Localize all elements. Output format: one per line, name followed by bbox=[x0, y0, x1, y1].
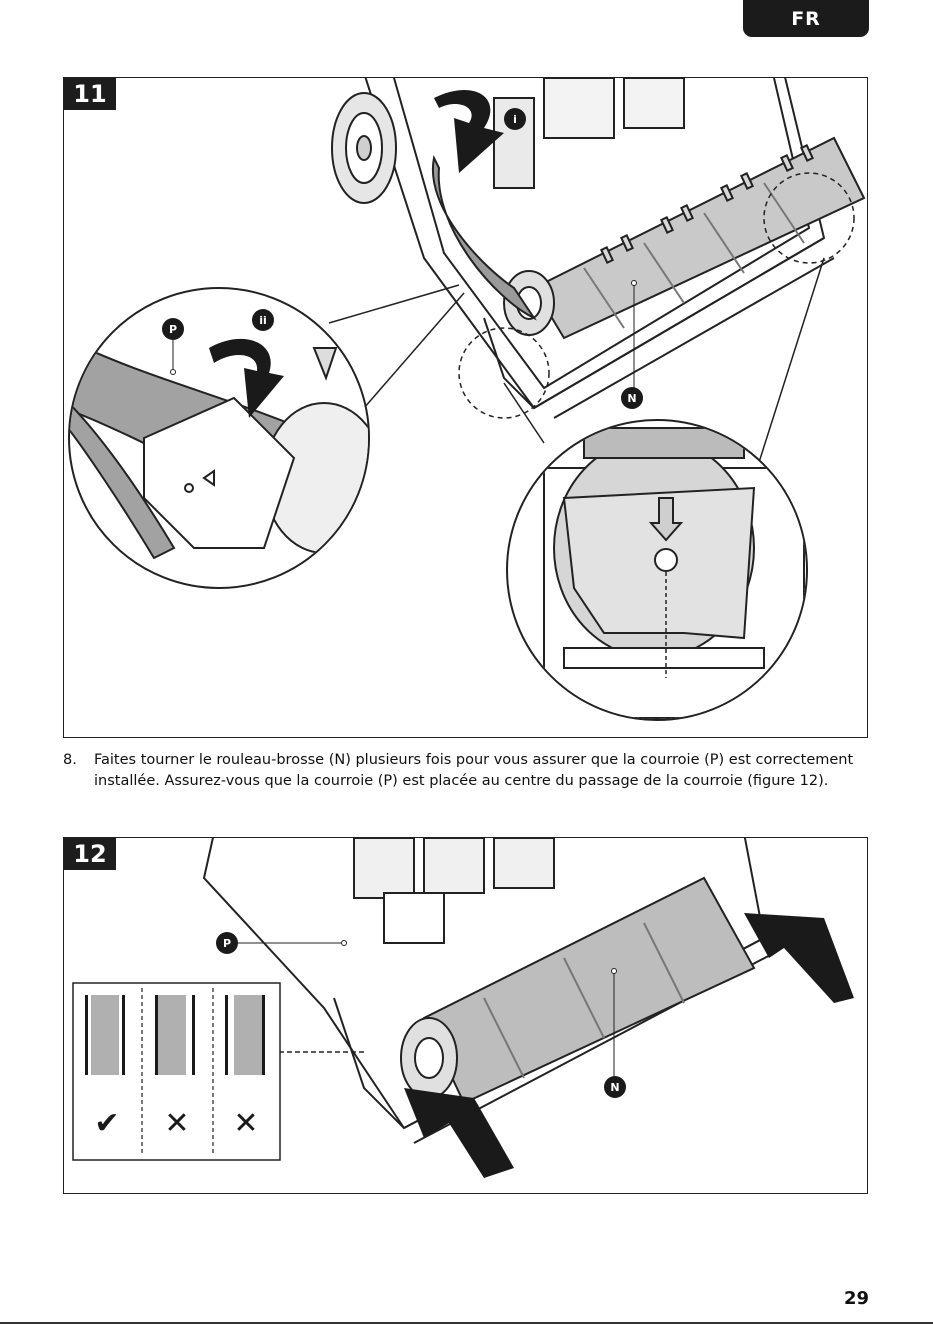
step-text: Faites tourner le rouleau-brosse (N) plu… bbox=[94, 750, 873, 792]
svg-text:N: N bbox=[610, 1081, 619, 1094]
check-icon: ✔ bbox=[94, 1106, 119, 1141]
push-arrow-right-icon bbox=[744, 913, 854, 1003]
vacuum-head bbox=[364, 78, 834, 418]
figure-number: 11 bbox=[64, 78, 116, 110]
figure-11-illustration: i ii bbox=[64, 78, 868, 738]
callout-i: i bbox=[504, 108, 526, 130]
figure-12-illustration: P N ✔ bbox=[64, 838, 868, 1194]
push-arrow-left-icon bbox=[404, 1088, 514, 1178]
cross-icon: ✕ bbox=[164, 1106, 189, 1141]
svg-text:P: P bbox=[169, 323, 177, 336]
svg-text:ii: ii bbox=[259, 314, 267, 327]
page-number: 29 bbox=[844, 1288, 869, 1309]
language-tab: FR bbox=[743, 0, 869, 37]
step-number: 8. bbox=[63, 750, 94, 792]
svg-text:N: N bbox=[627, 392, 636, 405]
belt-position-inset: ✔ ✕ ✕ bbox=[73, 983, 280, 1160]
step-8: 8. Faites tourner le rouleau-brosse (N) … bbox=[63, 750, 873, 792]
figure-number: 12 bbox=[64, 838, 116, 870]
figure-11: 11 bbox=[63, 77, 868, 738]
wheel bbox=[332, 93, 396, 203]
figure-12: 12 P bbox=[63, 837, 868, 1194]
svg-text:i: i bbox=[513, 113, 517, 126]
detail-belt-on-pulley: ii P bbox=[64, 288, 384, 588]
cross-icon: ✕ bbox=[233, 1106, 258, 1141]
detail-brush-end-cap bbox=[507, 420, 807, 720]
svg-text:P: P bbox=[223, 937, 231, 950]
callout-ii: ii bbox=[252, 309, 274, 331]
